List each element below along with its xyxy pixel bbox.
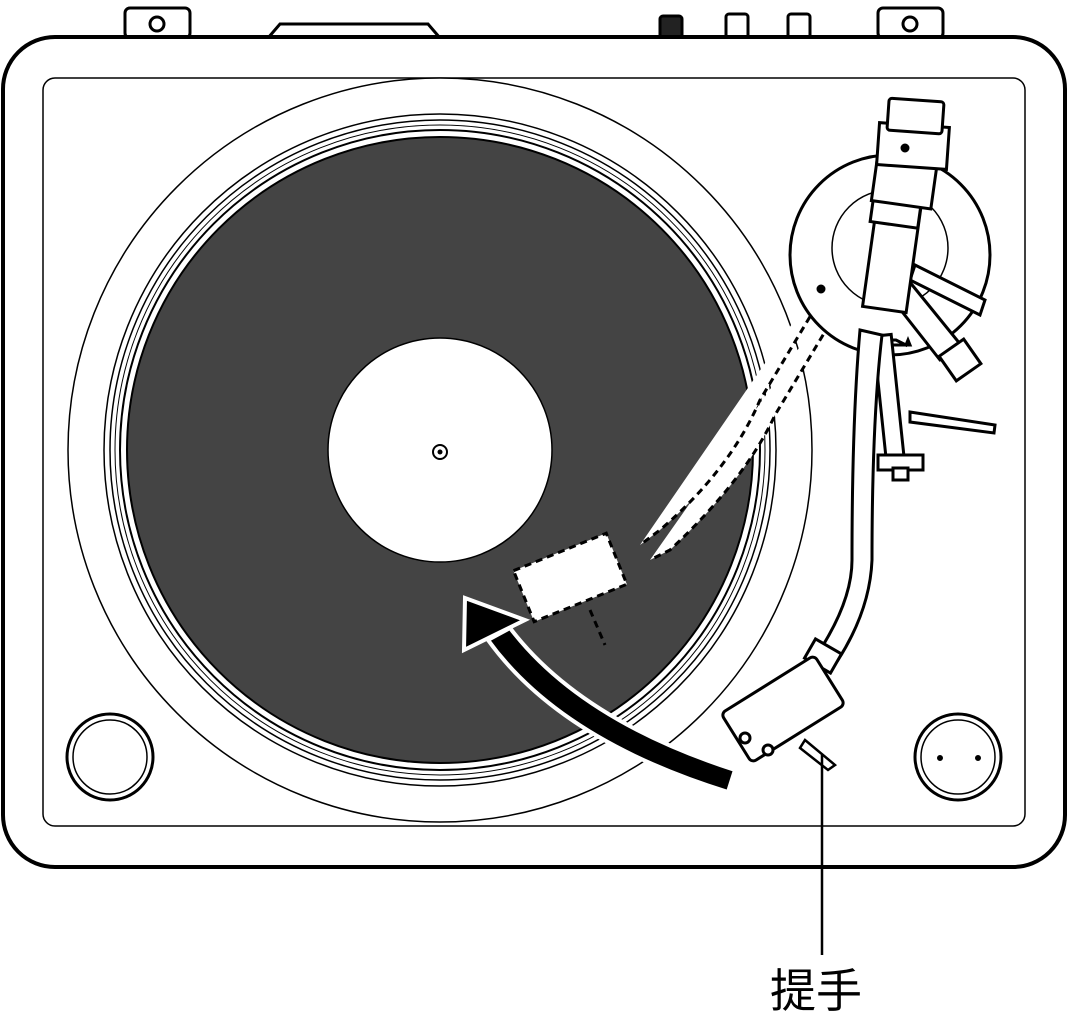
- tonearm-dashed-position: [511, 221, 877, 646]
- rotation-arrow: [461, 595, 738, 795]
- left-hinge-screw: [148, 15, 166, 33]
- top-hardware: [123, 6, 945, 40]
- platter-rings: [103, 113, 777, 787]
- tonearm: [802, 96, 951, 676]
- rear-jack-2: [786, 12, 812, 40]
- left-foot: [65, 712, 155, 802]
- spindle-center: [437, 449, 443, 455]
- tonearm-lift-handle: [798, 738, 838, 772]
- arrow-head: [461, 595, 531, 654]
- right-foot: [913, 712, 1003, 802]
- rear-jack-1: [724, 12, 750, 40]
- handle-label: 提手: [770, 964, 862, 1018]
- right-hinge-screw: [901, 15, 919, 33]
- rear-knob: [658, 14, 684, 40]
- rear-bump: [266, 22, 442, 39]
- headshell: [721, 655, 845, 763]
